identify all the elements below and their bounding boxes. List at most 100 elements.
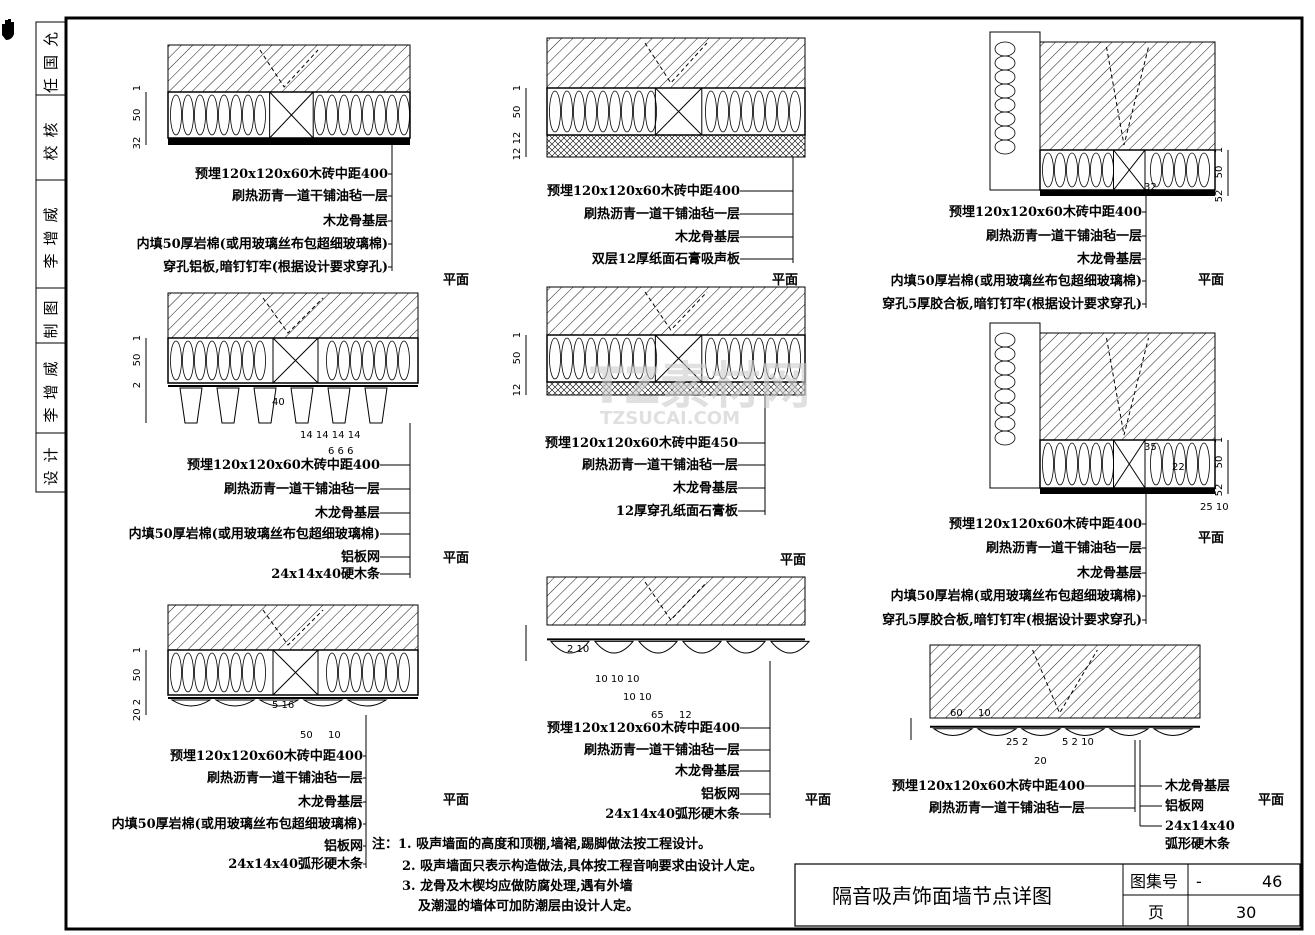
- arc-hardwood-strip: [346, 699, 388, 707]
- signature-cell: 校核: [42, 114, 60, 160]
- arc-hardwood-strip: [258, 699, 300, 707]
- insulation-loop: [170, 652, 182, 693]
- callout-label: 刷热沥青一道干铺油毡一层: [929, 800, 1085, 816]
- signature-column: [35, 21, 67, 493]
- insulation-loop: [1150, 152, 1162, 188]
- dimension-label: 2 10: [567, 644, 589, 655]
- insulation-loop: [994, 416, 1016, 432]
- insulation-loop: [1174, 152, 1186, 188]
- callout-label: 预埋120x120x60木砖中距400: [195, 166, 388, 182]
- wood-brick-hidden-line: [262, 297, 324, 334]
- insulation-loop: [254, 340, 266, 381]
- insulation-loop: [242, 652, 254, 693]
- wood-brick-cross: [272, 337, 319, 384]
- callout-label: 预埋120x120x60木砖中距400: [187, 457, 380, 473]
- insulation-loop: [194, 340, 206, 381]
- signature-cell: 任国允: [42, 24, 60, 93]
- dimension-label: 20: [1034, 756, 1047, 767]
- insulation-loop: [573, 90, 585, 133]
- wood-brick-hidden-line: [644, 581, 708, 621]
- insulation-loop: [374, 94, 386, 136]
- insulation-loop: [994, 374, 1016, 390]
- callout-label: 24x14x40弧形硬木条: [605, 806, 741, 822]
- wall-hatch: [546, 37, 806, 89]
- dimension-label: 50: [512, 106, 523, 119]
- insulation-loop: [206, 340, 218, 381]
- signature-cell: 制图: [42, 292, 60, 338]
- insulation-loop: [1174, 442, 1186, 486]
- insulation-loop: [705, 90, 717, 133]
- insulation-loop: [585, 337, 597, 380]
- insulation-loop: [182, 94, 194, 136]
- arc-hardwood-strip: [593, 640, 635, 654]
- insulation-loop: [561, 337, 573, 380]
- insulation-loop: [230, 340, 242, 381]
- callout-label: 木龙骨基层: [1076, 565, 1142, 581]
- insulation-loop: [1090, 442, 1102, 486]
- arc-hardwood-strip: [1064, 728, 1106, 736]
- insulation-loop: [326, 340, 338, 381]
- insulation-loop: [398, 652, 410, 693]
- arc-hardwood-strip: [1108, 728, 1150, 736]
- view-label-plan: 平面: [780, 553, 806, 568]
- insulation-loop: [350, 652, 362, 693]
- callout-label: 木龙骨基层: [674, 229, 740, 245]
- insulation-loop: [994, 41, 1016, 57]
- finish-panel: [1040, 190, 1215, 196]
- insulation-loop: [609, 90, 621, 133]
- insulation-loop: [254, 94, 266, 136]
- title-block: [794, 863, 1301, 927]
- callout-label: 铝板网: [701, 786, 740, 802]
- insulation-loop: [994, 97, 1016, 113]
- wall-hatch: [167, 44, 411, 93]
- insulation-layer: [546, 334, 806, 383]
- insulation-loop: [597, 337, 609, 380]
- finish-panel: [168, 138, 410, 145]
- page-number: 30: [1236, 903, 1256, 922]
- insulation-loop: [573, 337, 585, 380]
- callout-label: 穿孔5厚胶合板,暗钉钉牢(根据设计要求穿孔): [882, 612, 1142, 628]
- insulation-loop: [350, 340, 362, 381]
- wall-hatch: [1039, 332, 1216, 441]
- callout-label: 预埋120x120x60木砖中距400: [170, 748, 363, 764]
- insulation-loop: [741, 90, 753, 133]
- insulation-loop: [338, 340, 350, 381]
- insulation-loop: [398, 94, 410, 136]
- callout-label: 刷热沥青一道干铺油毡一层: [986, 540, 1142, 556]
- arc-hardwood-strip: [725, 640, 767, 654]
- insulation-loop: [549, 337, 561, 380]
- insulation-loop: [994, 332, 1016, 348]
- callout-label: 预埋120x120x60木砖中距400: [949, 204, 1142, 220]
- insulation-loop: [994, 125, 1016, 141]
- dimension-label: 22: [1172, 462, 1185, 473]
- dimension-label: 32: [132, 137, 143, 150]
- insulation-loop: [1054, 152, 1066, 188]
- detail-panel-3: 1505232预埋120x120x60木砖中距400刷热沥青一道干铺油毡一层木龙…: [882, 31, 1229, 312]
- detail-panel-1: 15032预埋120x120x60木砖中距400刷热沥青一道干铺油毡一层木龙骨基…: [132, 44, 469, 288]
- watermark-main: TZ素材网: [590, 357, 810, 415]
- insulation-loop: [753, 337, 765, 380]
- wood-brick-cross: [1113, 439, 1146, 489]
- insulation-loop: [1150, 442, 1162, 486]
- insulation-loop: [338, 94, 350, 136]
- insulation-loop: [645, 90, 657, 133]
- callout-label: 预埋120x120x60木砖中距400: [547, 183, 740, 199]
- wood-brick-hidden-line: [1106, 337, 1149, 436]
- page-label: 页: [1148, 903, 1164, 922]
- arc-hardwood-strip: [637, 640, 679, 654]
- insulation-loop: [1078, 152, 1090, 188]
- insulation-loop: [994, 402, 1016, 418]
- insulation-loop: [326, 94, 338, 136]
- insulation-loop: [994, 55, 1016, 71]
- wood-brick-hidden-line: [1106, 46, 1149, 146]
- callout-label: 24x14x40弧形硬木条: [228, 856, 364, 872]
- insulation-loop: [561, 90, 573, 133]
- callout-label: 木龙骨基层: [672, 480, 738, 496]
- note-3: 3. 龙骨及木楔均应做防腐处理,遇有外墙: [402, 878, 633, 894]
- dimension-label: 1: [132, 85, 143, 91]
- insulation-loop: [398, 340, 410, 381]
- insulation-loop: [1162, 152, 1174, 188]
- wood-brick-cross: [272, 649, 319, 696]
- view-label-plan: 平面: [1198, 531, 1224, 546]
